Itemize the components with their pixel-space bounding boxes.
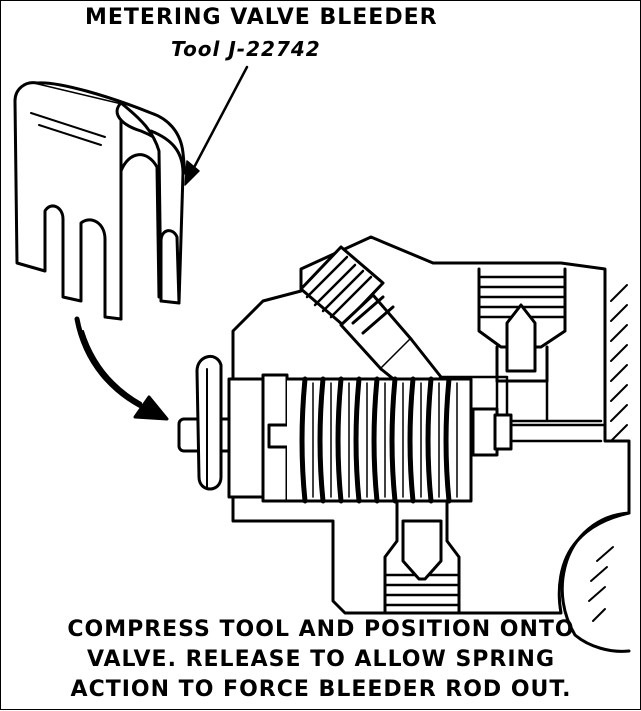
motion-arrow [74,316,169,421]
leader-arrow [184,65,249,186]
tool-back-slot [159,229,181,305]
metering-spring [285,376,473,504]
bore-cutout [560,511,631,653]
installed-clip [195,355,223,491]
tool-top-bend [35,81,187,175]
internal-passage [439,375,607,443]
tool-highlight [30,112,106,146]
top-port-threads [477,267,567,383]
side-hatch [610,284,628,442]
tool-number: Tool J-22742 [171,37,321,61]
bottom-port-threads [383,499,461,615]
caption-line-1: COMPRESS TOOL AND POSITION ONTO [67,617,575,642]
tool-front-face [13,81,123,321]
valve-body [177,235,631,653]
bleeder-tool [13,81,187,321]
caption-line-2: VALVE. RELEASE TO ALLOW SPRING [86,647,556,672]
caption-line-3: ACTION TO FORCE BLEEDER ROD OUT. [70,677,572,702]
tool-back-leg [119,101,185,305]
tool-inner-curve [119,153,161,299]
instruction-caption: COMPRESS TOOL AND POSITION ONTO VALVE. R… [41,615,601,705]
tool-title: METERING VALVE BLEEDER [85,5,438,30]
